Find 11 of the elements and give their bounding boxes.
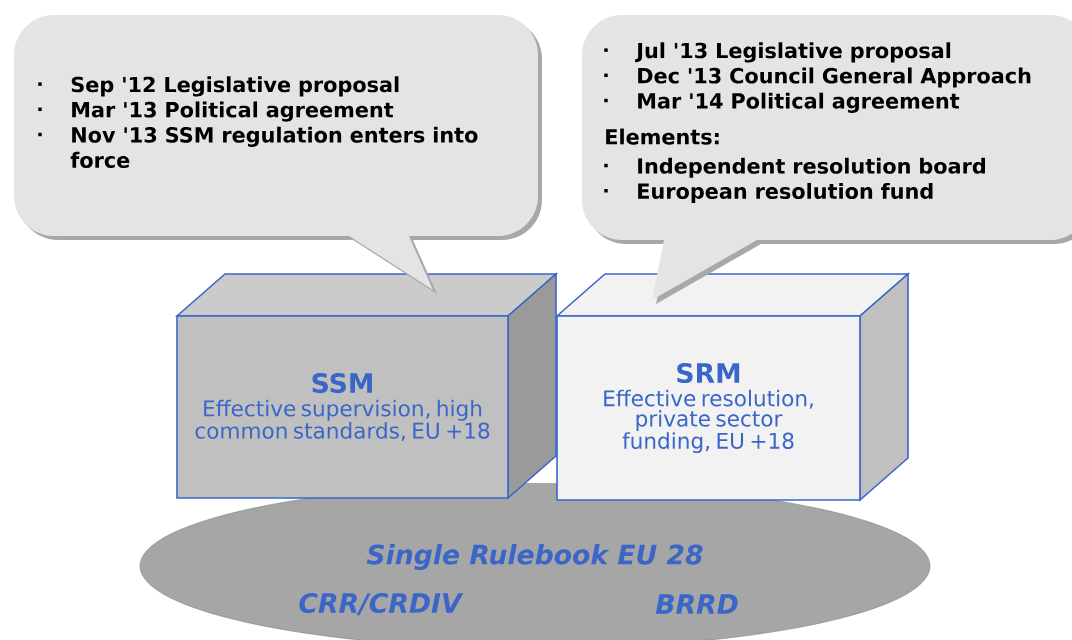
bullet-item: Dec '13 Council General Approach xyxy=(638,67,1031,88)
bullet-item: Nov '13 SSM regulation enters into force xyxy=(70,126,478,168)
list-heading: Elements: xyxy=(606,128,719,145)
bullet-item: Mar '13 Political agreement xyxy=(72,101,394,122)
speech-bubble xyxy=(14,15,542,294)
bullet-item: Jul '13 Legislative proposal xyxy=(635,42,951,63)
bullet-item: Independent resolution board xyxy=(638,157,985,178)
speech-bubble xyxy=(582,15,1072,304)
bullet-item: European resolution fund xyxy=(638,182,933,204)
bullet-item: Mar '14 Political agreement xyxy=(638,92,960,113)
bullet-item: Sep '12 Legislative proposal xyxy=(71,76,399,97)
